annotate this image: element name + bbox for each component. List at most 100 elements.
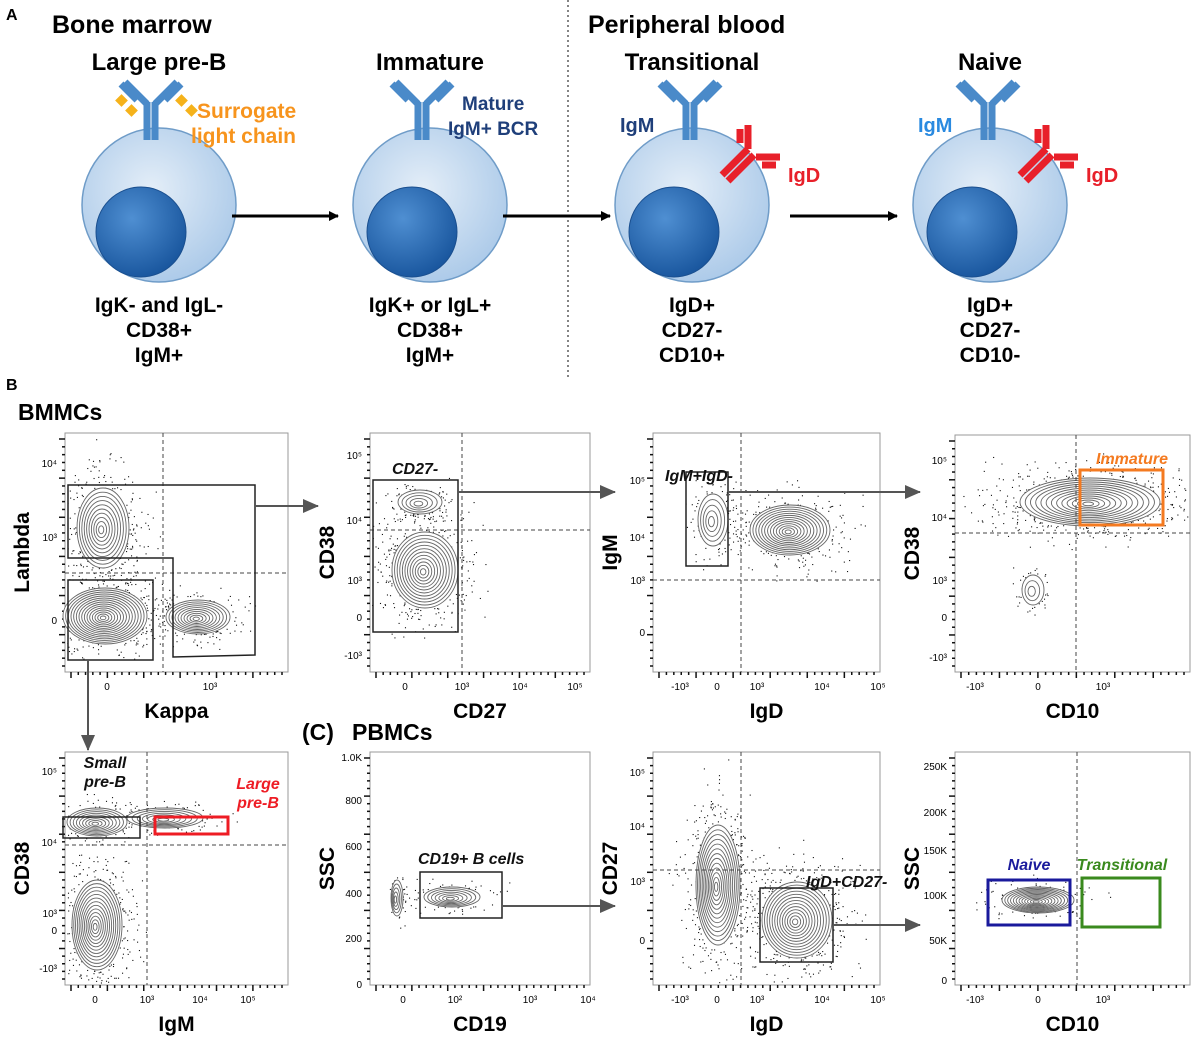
event-dot	[774, 501, 776, 503]
event-dot	[718, 775, 721, 777]
event-dot	[1002, 479, 1004, 481]
event-dot	[75, 876, 77, 878]
event-dot	[414, 488, 416, 490]
event-dot	[133, 516, 135, 518]
surrogate-label: light chain	[191, 125, 296, 148]
marker-line: IgM+	[135, 344, 183, 367]
event-dot	[1046, 581, 1048, 584]
event-dot	[154, 599, 156, 601]
contour-level	[707, 515, 715, 528]
event-dot	[140, 633, 143, 635]
event-dot	[194, 639, 196, 641]
y-axis-label: CD38	[316, 525, 339, 579]
contour-level	[1040, 485, 1139, 520]
event-dot	[807, 573, 809, 575]
event-dot	[130, 501, 132, 503]
event-dot	[1147, 515, 1149, 517]
event-dot	[1171, 519, 1173, 521]
event-dot	[206, 818, 208, 820]
contour-level	[171, 603, 224, 632]
igm-icon-shape	[955, 79, 1021, 140]
event-dot	[1018, 596, 1020, 598]
event-dot	[164, 635, 166, 637]
event-dot	[69, 637, 71, 639]
y-axis-label: Lambda	[11, 512, 34, 593]
event-dot	[451, 626, 453, 628]
x-axis-label: IgD	[750, 1013, 784, 1036]
contour-level	[85, 908, 106, 944]
event-dot	[798, 486, 800, 488]
event-dot	[113, 889, 115, 891]
event-dot	[1086, 527, 1088, 529]
event-dot	[128, 826, 130, 828]
event-dot	[828, 549, 830, 551]
event-dot	[1107, 531, 1110, 533]
event-dot	[1099, 531, 1101, 533]
event-dot	[205, 633, 207, 636]
event-dot	[737, 513, 739, 515]
event-dot	[750, 894, 752, 896]
event-dot	[816, 580, 818, 582]
contour-level	[770, 519, 808, 544]
event-dot	[137, 941, 139, 943]
event-dot	[419, 525, 421, 527]
marker-line: IgM+	[406, 344, 454, 367]
event-dot	[1067, 477, 1069, 479]
event-dot	[158, 618, 160, 620]
event-dot	[74, 481, 76, 483]
event-dot	[69, 490, 71, 492]
event-dot	[1076, 537, 1078, 539]
event-dot	[690, 904, 692, 907]
marker-line: IgK+ or IgL+	[369, 294, 492, 317]
mature-bcr-label: Mature	[462, 94, 524, 115]
event-dot	[141, 880, 144, 882]
y-tick-label: 0	[51, 926, 57, 937]
contour-level	[438, 893, 464, 903]
event-dot	[739, 856, 742, 858]
event-dot	[105, 480, 107, 483]
event-dot	[468, 577, 470, 579]
event-dot	[127, 939, 129, 942]
event-dot	[136, 525, 138, 527]
event-dot	[160, 626, 162, 628]
event-dot	[1047, 525, 1049, 527]
event-dot	[749, 794, 751, 796]
event-dot	[1132, 521, 1134, 523]
event-dot	[423, 891, 425, 893]
event-dot	[140, 956, 142, 958]
event-dot	[128, 822, 130, 824]
event-dot	[842, 514, 844, 516]
event-dot	[125, 827, 127, 829]
event-dot	[977, 489, 979, 491]
contour-level	[409, 554, 439, 588]
contour-level	[168, 601, 228, 633]
event-dot	[694, 898, 696, 900]
event-dot	[141, 511, 143, 513]
event-dot	[79, 864, 81, 867]
event-dot	[401, 611, 403, 613]
event-dot	[220, 587, 222, 589]
event-dot	[145, 931, 147, 933]
event-dot	[391, 547, 393, 549]
event-dot	[828, 500, 830, 503]
event-dot	[698, 939, 701, 941]
event-dot	[1112, 467, 1114, 469]
event-dot	[74, 648, 76, 650]
event-dot	[697, 830, 699, 832]
event-dot	[1179, 478, 1181, 480]
event-dot	[118, 892, 120, 894]
event-dot	[729, 518, 731, 520]
event-dot	[75, 531, 77, 534]
event-dot	[148, 618, 150, 620]
event-dot	[136, 540, 138, 542]
event-dot	[404, 893, 406, 895]
contour-level	[94, 611, 113, 624]
event-dot	[1068, 470, 1070, 472]
y-tick-label: 10⁵	[347, 451, 362, 462]
event-dot	[122, 953, 124, 955]
event-dot	[123, 656, 125, 659]
event-dot	[741, 843, 743, 845]
event-dot	[1185, 489, 1187, 491]
event-dot	[1018, 506, 1020, 508]
event-dot	[982, 489, 984, 491]
